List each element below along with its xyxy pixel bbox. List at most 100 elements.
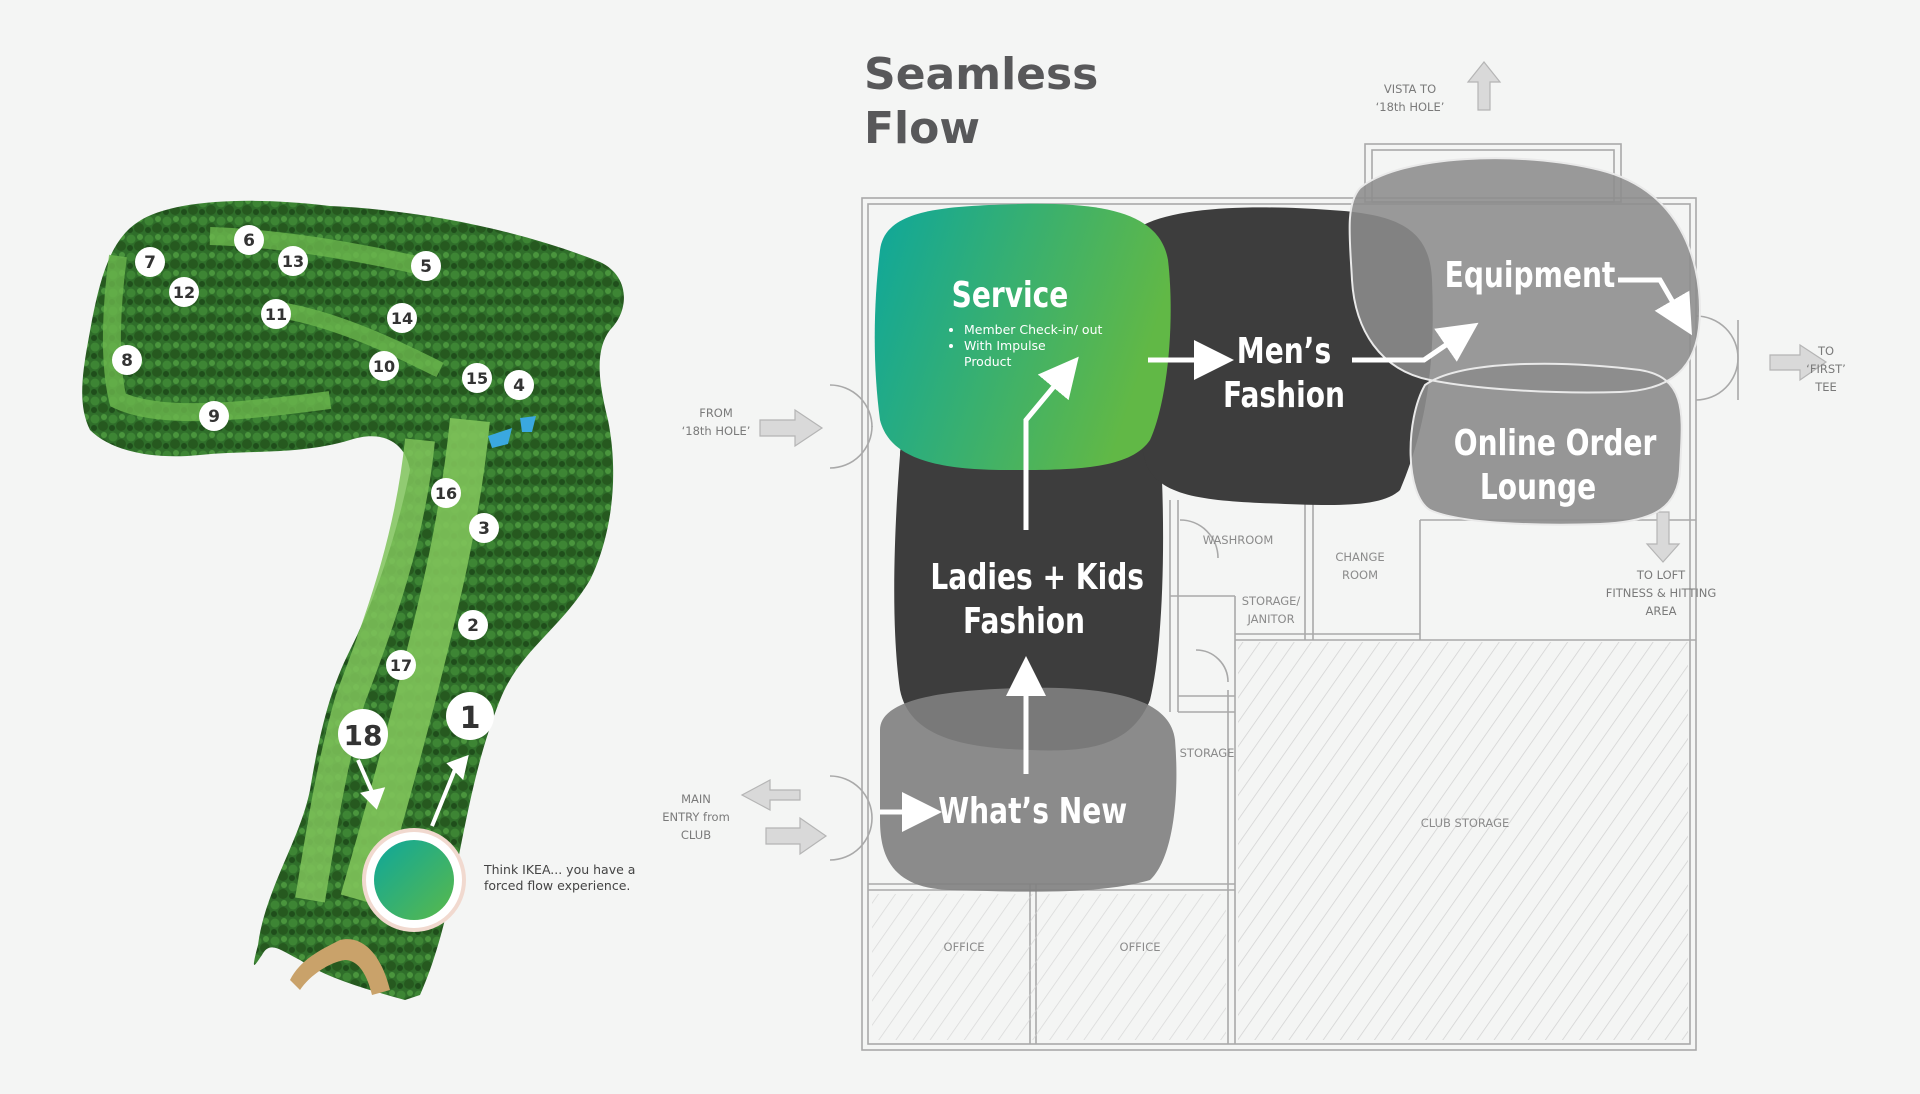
water-hazard-2	[520, 416, 536, 432]
svg-text:18: 18	[344, 719, 383, 752]
first-tee-label: TO ‘FIRST’ TEE	[1786, 342, 1866, 396]
zone-service	[874, 203, 1171, 470]
course-outline	[82, 200, 624, 1001]
hole-marker-15: 15	[462, 363, 492, 393]
svg-text:16: 16	[435, 484, 457, 503]
fairway-left	[102, 254, 332, 422]
arrow-to-club	[740, 778, 801, 812]
from-18th-line-2: ‘18th HOLE’	[681, 424, 751, 438]
zone-online-title: Online Order Lounge	[1453, 422, 1657, 510]
fairway-right	[340, 418, 490, 906]
hole-marker-9: 9	[199, 401, 229, 431]
zone-edges	[1348, 157, 1702, 526]
from-18th-label: FROM ‘18th HOLE’	[666, 404, 766, 440]
fairway-right2	[295, 438, 435, 903]
service-items: Member Check-in/ out With Impulse Produc…	[944, 322, 1102, 370]
zone-ladies-title: Ladies + Kids Fashion	[930, 556, 1145, 644]
golf-course-map: 1 2 3 4 5 6 7 8 9 10 11 12 13 14 15 16 1…	[82, 200, 624, 1001]
entry-arrows	[740, 61, 1828, 856]
room-storage-janitor-line-1: STORAGE/	[1241, 594, 1301, 608]
vista-label-line-1: VISTA TO	[1383, 82, 1437, 96]
ladies-line-1: Ladies + Kids	[930, 557, 1145, 598]
online-line-2: Lounge	[1479, 467, 1597, 508]
room-office-2: OFFICE	[1119, 940, 1161, 954]
hole-marker-14: 14	[387, 303, 417, 333]
main-entry-line-1: MAIN	[681, 792, 711, 806]
mens-line-1: Men’s	[1236, 331, 1332, 372]
svg-text:3: 3	[478, 519, 490, 539]
loft-line-3: AREA	[1645, 604, 1677, 618]
water-hazard	[488, 428, 512, 448]
room-storage-janitor: STORAGE/ JANITOR	[1226, 592, 1316, 628]
hole-marker-3: 3	[469, 513, 499, 543]
hole-marker-4: 4	[504, 370, 534, 400]
zone-equipment-title: Equipment	[1444, 255, 1616, 296]
svg-text:2: 2	[467, 616, 479, 636]
vista-label-line-2: ‘18th HOLE’	[1375, 100, 1445, 114]
hole-marker-6: 6	[234, 225, 264, 255]
online-line-1: Online Order	[1453, 423, 1657, 464]
page-title: Seamless Flow	[864, 48, 1098, 156]
zone-ladies-kids	[894, 411, 1164, 751]
svg-text:8: 8	[121, 351, 133, 371]
hole-marker-8: 8	[112, 345, 142, 375]
room-change-line-2: ROOM	[1341, 568, 1379, 582]
hole-marker-13: 13	[278, 246, 308, 276]
svg-text:4: 4	[513, 376, 525, 396]
zone-whats-new-title: What’s New	[938, 791, 1128, 832]
zone-whats-new	[880, 687, 1177, 892]
room-storage: STORAGE	[1179, 746, 1235, 760]
room-change: CHANGE ROOM	[1320, 548, 1400, 584]
main-entry-label: MAIN ENTRY from CLUB	[646, 790, 746, 844]
hole-marker-18: 18	[338, 709, 388, 759]
mens-line-2: Fashion	[1222, 375, 1346, 416]
first-tee-line-2: ‘FIRST’	[1806, 362, 1846, 376]
svg-text:11: 11	[265, 305, 287, 324]
office-hatch	[872, 894, 1226, 1040]
building-walls	[829, 143, 1739, 1051]
arrow-out-of-clubhouse	[446, 754, 469, 780]
from-18th-line-1: FROM	[699, 406, 733, 420]
svg-text:5: 5	[420, 257, 432, 277]
svg-text:13: 13	[282, 252, 304, 271]
hole-marker-1: 1	[446, 692, 494, 740]
loft-label: TO LOFT FITNESS & HITTING AREA	[1596, 566, 1726, 620]
hole-marker-7: 7	[135, 247, 165, 277]
hole-markers: 1 2 3 4 5 6 7 8 9 10 11 12 13 14 15 16 1…	[112, 225, 534, 759]
svg-text:7: 7	[144, 253, 156, 273]
cart-path	[290, 939, 390, 995]
hole-marker-17: 17	[386, 650, 416, 680]
svg-text:17: 17	[390, 656, 412, 675]
room-storage-janitor-line-2: JANITOR	[1247, 612, 1295, 626]
service-item: With Impulse Product	[964, 338, 1084, 370]
hole-marker-5: 5	[411, 251, 441, 281]
service-item: Member Check-in/ out	[964, 322, 1102, 338]
title-line-2: Flow	[864, 103, 981, 154]
course-flow-arrows	[356, 754, 469, 827]
room-club-storage: CLUB STORAGE	[1420, 816, 1510, 830]
svg-text:10: 10	[373, 357, 395, 376]
arrow-to-loft	[1645, 511, 1681, 563]
first-tee-line-1: TO	[1817, 344, 1835, 358]
arrow-main-entry	[765, 816, 828, 856]
ikea-note: Think IKEA... you have a forced flow exp…	[484, 862, 636, 893]
main-entry-line-3: CLUB	[680, 828, 712, 842]
svg-text:6: 6	[243, 231, 255, 251]
room-washroom: WASHROOM	[1202, 533, 1274, 547]
flow-arrows	[880, 277, 1693, 832]
flow-mens-to-equipment	[1352, 322, 1479, 363]
svg-text:12: 12	[173, 283, 195, 302]
arrow-into-clubhouse	[360, 787, 386, 810]
svg-text:14: 14	[391, 309, 413, 328]
room-change-line-1: CHANGE	[1335, 550, 1385, 564]
zone-online-order	[1410, 363, 1682, 525]
arrow-vista	[1466, 61, 1502, 111]
fairway-mid	[278, 302, 444, 378]
svg-text:1: 1	[460, 701, 481, 736]
loft-line-1: TO LOFT	[1636, 568, 1686, 582]
svg-text:15: 15	[466, 369, 488, 388]
loft-line-2: FITNESS & HITTING	[1605, 586, 1717, 600]
club-storage-hatch	[1238, 642, 1688, 1040]
